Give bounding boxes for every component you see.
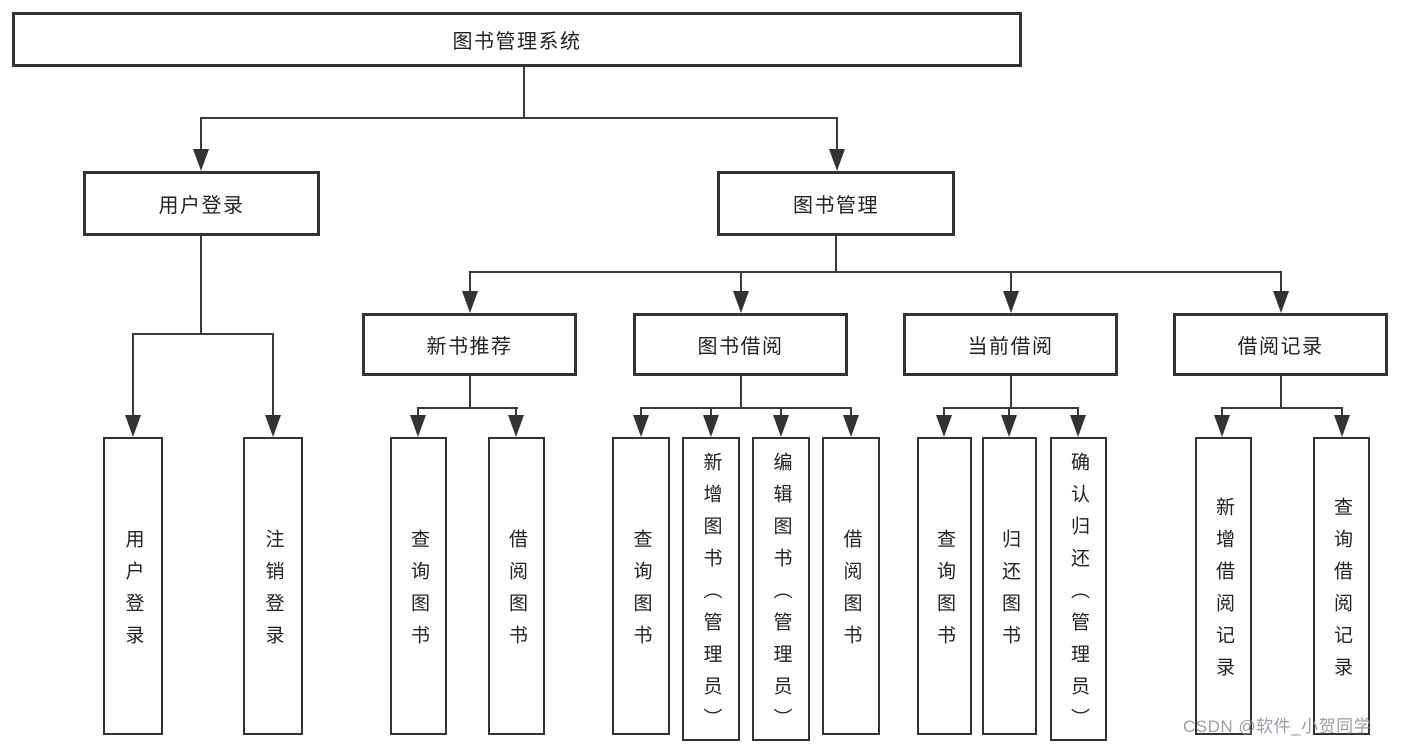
connector (200, 117, 202, 151)
connector (943, 407, 945, 417)
node-borrowing-records: 借阅记录 (1173, 313, 1388, 376)
node-label: 查询借阅记录 (1331, 496, 1352, 689)
arrowhead-down-icon (1001, 415, 1017, 437)
leaf-return-books: 归还图书 (982, 437, 1037, 735)
arrowhead-down-icon (462, 291, 478, 313)
arrowhead-down-icon (410, 415, 426, 437)
arrowhead-down-icon (633, 415, 649, 437)
connector (523, 67, 525, 118)
leaf-query-books-current: 查询图书 (917, 437, 972, 735)
arrowhead-down-icon (1334, 415, 1350, 437)
connector (1280, 376, 1282, 408)
node-label: 图书管理系统 (452, 31, 582, 53)
node-label: 查询图书 (934, 528, 955, 657)
node-label: 当前借阅 (967, 336, 1054, 358)
node-label: 确认归还（管理员） (1068, 452, 1089, 740)
connector (272, 333, 274, 417)
leaf-query-books-recommend: 查询图书 (390, 437, 447, 735)
leaf-logout: 注销登录 (243, 437, 303, 735)
arrowhead-down-icon (773, 415, 789, 437)
node-book-management-system: 图书管理系统 (12, 12, 1022, 67)
leaf-query-borrow-record: 查询借阅记录 (1313, 437, 1370, 735)
connector (200, 117, 838, 119)
arrowhead-down-icon (703, 415, 719, 437)
node-label: 注销登录 (262, 528, 284, 657)
connector (1010, 271, 1012, 293)
node-book-management: 图书管理 (717, 171, 955, 236)
connector (417, 407, 518, 409)
arrowhead-down-icon (193, 149, 209, 171)
connector (1221, 407, 1223, 417)
node-label: 新书推荐 (426, 336, 513, 358)
arrowhead-down-icon (1273, 291, 1289, 313)
arrowhead-down-icon (1214, 415, 1230, 437)
connector (710, 407, 712, 417)
node-label: 归还图书 (999, 528, 1020, 657)
arrowhead-down-icon (1070, 415, 1086, 437)
node-label: 用户登录 (122, 528, 144, 657)
connector (1341, 407, 1343, 417)
connector (1280, 271, 1282, 293)
node-user-login: 用户登录 (83, 171, 320, 236)
leaf-borrow-books-recommend: 借阅图书 (488, 437, 545, 735)
connector (740, 271, 742, 293)
connector (740, 376, 742, 408)
leaf-add-book-admin: 新增图书（管理员） (682, 437, 740, 741)
connector (640, 407, 642, 417)
connector (640, 407, 852, 409)
node-label: 编辑图书（管理员） (770, 452, 792, 740)
arrowhead-down-icon (508, 415, 524, 437)
connector (836, 117, 838, 151)
node-current-borrowing: 当前借阅 (903, 313, 1118, 376)
connector (850, 407, 852, 417)
arrowhead-down-icon (265, 415, 281, 437)
arrowhead-down-icon (125, 415, 141, 437)
connector (515, 407, 517, 417)
connector (1008, 407, 1010, 417)
connector (943, 407, 1079, 409)
node-label: 新增图书（管理员） (700, 452, 722, 740)
connector (132, 333, 134, 417)
connector (1010, 376, 1012, 408)
connector (1221, 407, 1342, 409)
node-label: 图书管理 (793, 195, 879, 217)
node-label: 查询图书 (630, 528, 652, 657)
connector (469, 271, 1282, 273)
leaf-query-books-borrow: 查询图书 (612, 437, 670, 735)
connector (200, 236, 202, 335)
arrowhead-down-icon (936, 415, 952, 437)
connector (835, 236, 837, 273)
connector (469, 376, 471, 408)
leaf-user-login: 用户登录 (103, 437, 163, 735)
leaf-add-borrow-record: 新增借阅记录 (1195, 437, 1252, 735)
node-label: 图书借阅 (697, 336, 784, 358)
node-label: 借阅图书 (506, 528, 527, 657)
leaf-edit-book-admin: 编辑图书（管理员） (752, 437, 810, 741)
connector (417, 407, 419, 417)
connector (132, 333, 274, 335)
node-label: 查询图书 (408, 528, 429, 657)
leaf-confirm-return-admin: 确认归还（管理员） (1050, 437, 1107, 741)
csdn-watermark: CSDN @软件_小贺同学 (1183, 717, 1372, 736)
arrowhead-down-icon (1003, 291, 1019, 313)
connector (780, 407, 782, 417)
node-new-book-recommendation: 新书推荐 (362, 313, 577, 376)
node-book-borrowing: 图书借阅 (633, 313, 848, 376)
arrowhead-down-icon (829, 149, 845, 171)
node-label: 用户登录 (158, 195, 245, 217)
node-label: 借阅图书 (840, 528, 862, 657)
leaf-borrow-books: 借阅图书 (822, 437, 880, 735)
node-label: 借阅记录 (1237, 336, 1324, 358)
node-label: 新增借阅记录 (1213, 496, 1234, 689)
arrowhead-down-icon (843, 415, 859, 437)
connector (469, 271, 471, 293)
connector (1077, 407, 1079, 417)
arrowhead-down-icon (733, 291, 749, 313)
